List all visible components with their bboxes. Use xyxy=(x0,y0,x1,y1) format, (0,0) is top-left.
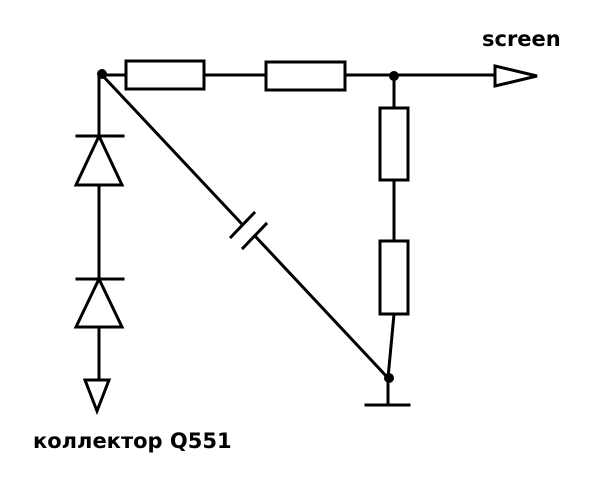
capacitor-plate-2 xyxy=(240,221,269,251)
wire-right-bottom xyxy=(386,312,396,380)
resistor-r3 xyxy=(378,106,410,182)
junction-top-left xyxy=(97,69,107,79)
junction-top-right xyxy=(389,71,399,81)
wire-diagonal-lower xyxy=(252,233,391,381)
diode-d1-triangle xyxy=(73,132,125,187)
capacitor-plate-1 xyxy=(228,210,257,240)
resistor-r1 xyxy=(124,59,206,91)
collector-arrow-icon xyxy=(82,378,112,416)
resistor-r4 xyxy=(378,239,410,316)
resistor-r2 xyxy=(264,60,347,92)
screen-label: screen xyxy=(482,27,561,51)
collector-label: коллектор Q551 xyxy=(33,429,232,453)
junction-bottom-right xyxy=(384,373,394,383)
screen-arrow-icon xyxy=(493,64,538,88)
diode-d2-triangle xyxy=(73,275,125,329)
wire-diagonal-upper xyxy=(99,72,244,226)
